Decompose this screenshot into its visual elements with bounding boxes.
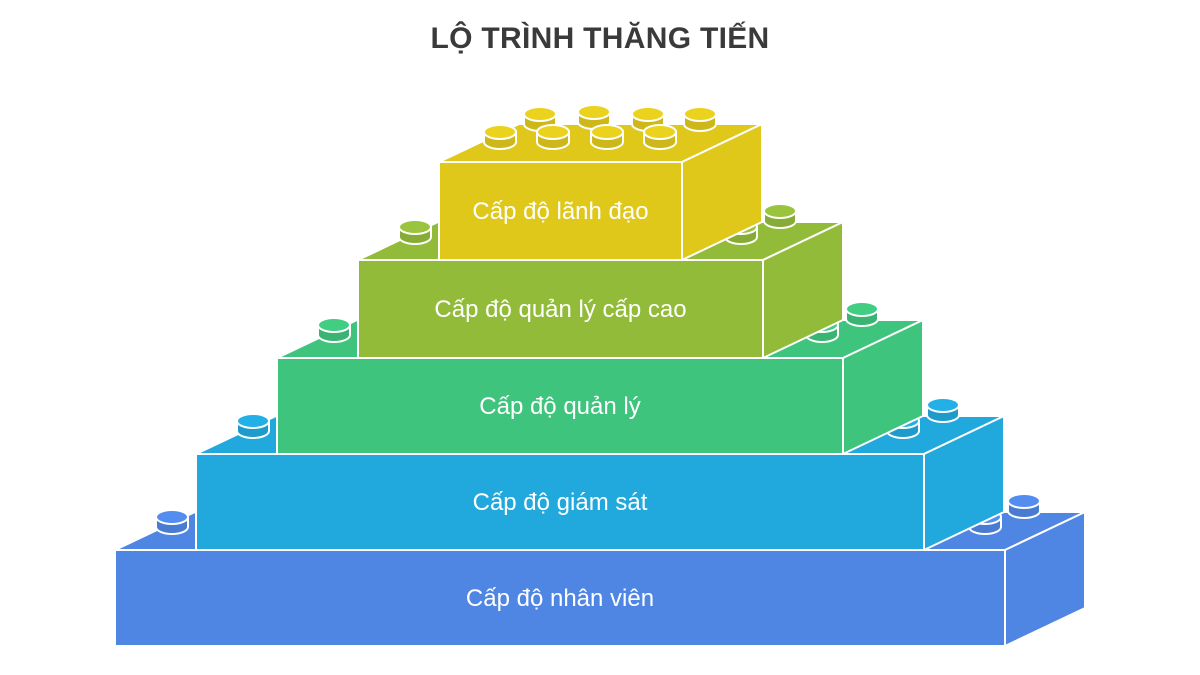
pyramid-level-5: Cấp độ lãnh đạo <box>438 104 763 261</box>
brick-stud-1 <box>236 413 270 439</box>
brick-stud-3 <box>926 397 960 423</box>
level-label: Cấp độ nhân viên <box>466 585 654 612</box>
brick-stud-5 <box>483 124 517 150</box>
brick-front-face <box>114 549 1006 647</box>
brick-stud-3 <box>763 203 797 229</box>
brick-front-face <box>276 357 844 455</box>
brick-stud-6 <box>536 124 570 150</box>
brick-stud-4 <box>683 106 717 132</box>
brick-stud-8 <box>643 124 677 150</box>
brick-front-face <box>357 259 764 359</box>
brick-stud-3 <box>845 301 879 327</box>
brick-front-face <box>195 453 925 551</box>
brick-stud-3 <box>1007 493 1041 519</box>
brick-stud-1 <box>155 509 189 535</box>
level-label: Cấp độ giám sát <box>473 489 648 516</box>
brick-stud-7 <box>590 124 624 150</box>
brick-front-face <box>438 161 683 261</box>
level-label: Cấp độ lãnh đạo <box>472 198 648 225</box>
brick-stud-1 <box>317 317 351 343</box>
level-label: Cấp độ quản lý cấp cao <box>434 296 686 323</box>
level-label: Cấp độ quản lý <box>479 393 640 420</box>
diagram-title: LỘ TRÌNH THĂNG TIẾN <box>430 22 770 55</box>
brick-stud-1 <box>398 219 432 245</box>
